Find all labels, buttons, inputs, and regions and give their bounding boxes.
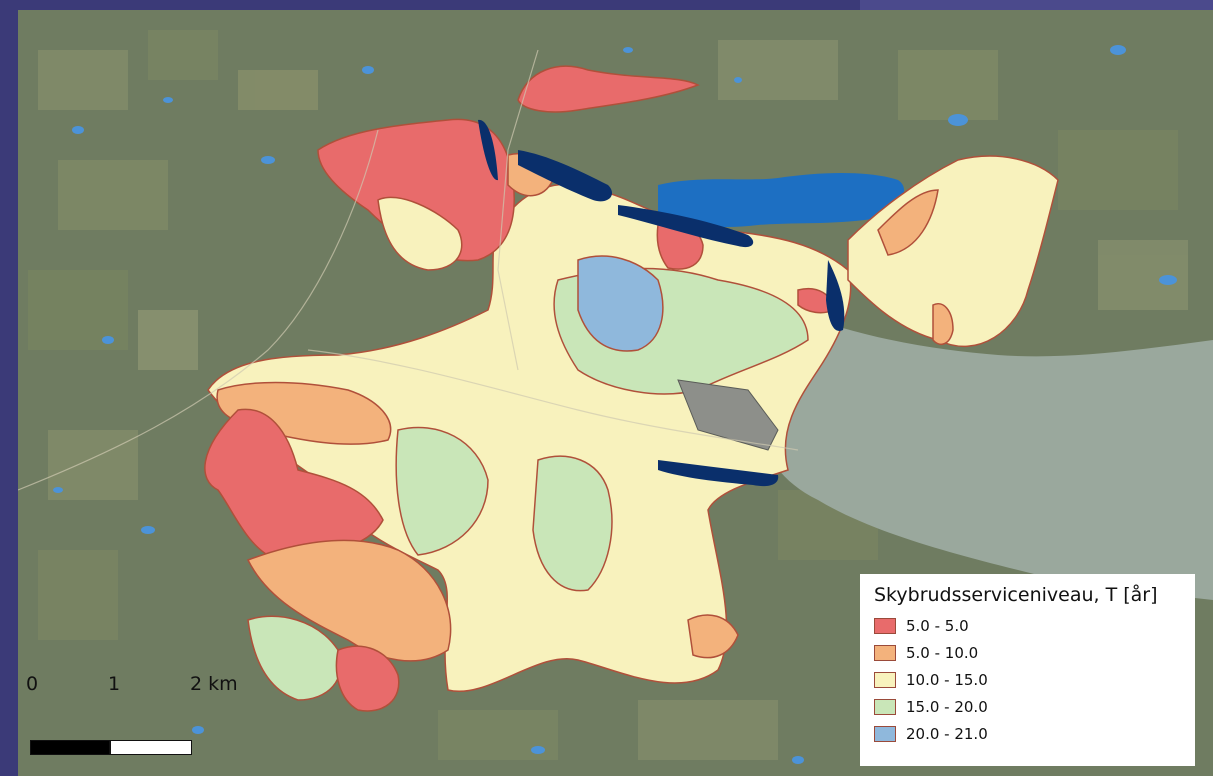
catchment-areas (204, 65, 1059, 712)
legend-swatch (874, 644, 896, 661)
map-canvas[interactable] (18, 10, 1213, 776)
legend-item: 10.0 - 15.0 (874, 666, 1185, 693)
legend-label: 5.0 - 5.0 (906, 616, 969, 635)
legend-item: 5.0 - 10.0 (874, 639, 1185, 666)
legend-swatch (874, 617, 896, 634)
ponds (53, 45, 1177, 764)
legend-label: 15.0 - 20.0 (906, 697, 988, 716)
scale-label-0: 0 (26, 673, 39, 695)
harbour (677, 379, 779, 451)
top-strip-highlight (860, 0, 1213, 10)
scale-bar: 0 1 2 km (26, 673, 238, 763)
scale-segment-white (110, 740, 192, 755)
legend-swatch (874, 671, 896, 688)
legend-label: 5.0 - 10.0 (906, 643, 979, 662)
top-strip (0, 0, 1213, 10)
legend-swatch (874, 698, 896, 715)
legend-label: 20.0 - 21.0 (906, 724, 988, 743)
map-frame[interactable]: 0 1 2 km Skybrudsserviceniveau, T [år] 5… (18, 10, 1213, 776)
scale-segment-black (30, 740, 110, 755)
legend-item: 15.0 - 20.0 (874, 693, 1185, 720)
scale-label-2km: 2 km (190, 673, 238, 695)
lake (658, 173, 905, 227)
legend-label: 10.0 - 15.0 (906, 670, 988, 689)
flood-water (478, 119, 845, 487)
legend-item: 20.0 - 21.0 (874, 720, 1185, 747)
legend-item: 5.0 - 5.0 (874, 612, 1185, 639)
fjord-water (762, 310, 1213, 600)
roads (18, 49, 799, 491)
field-patches (28, 30, 1188, 760)
scale-label-1: 1 (108, 673, 121, 695)
legend-swatch (874, 725, 896, 742)
map-legend: Skybrudsserviceniveau, T [år] 5.0 - 5.0 … (860, 574, 1195, 766)
legend-title: Skybrudsserviceniveau, T [år] (874, 584, 1158, 606)
